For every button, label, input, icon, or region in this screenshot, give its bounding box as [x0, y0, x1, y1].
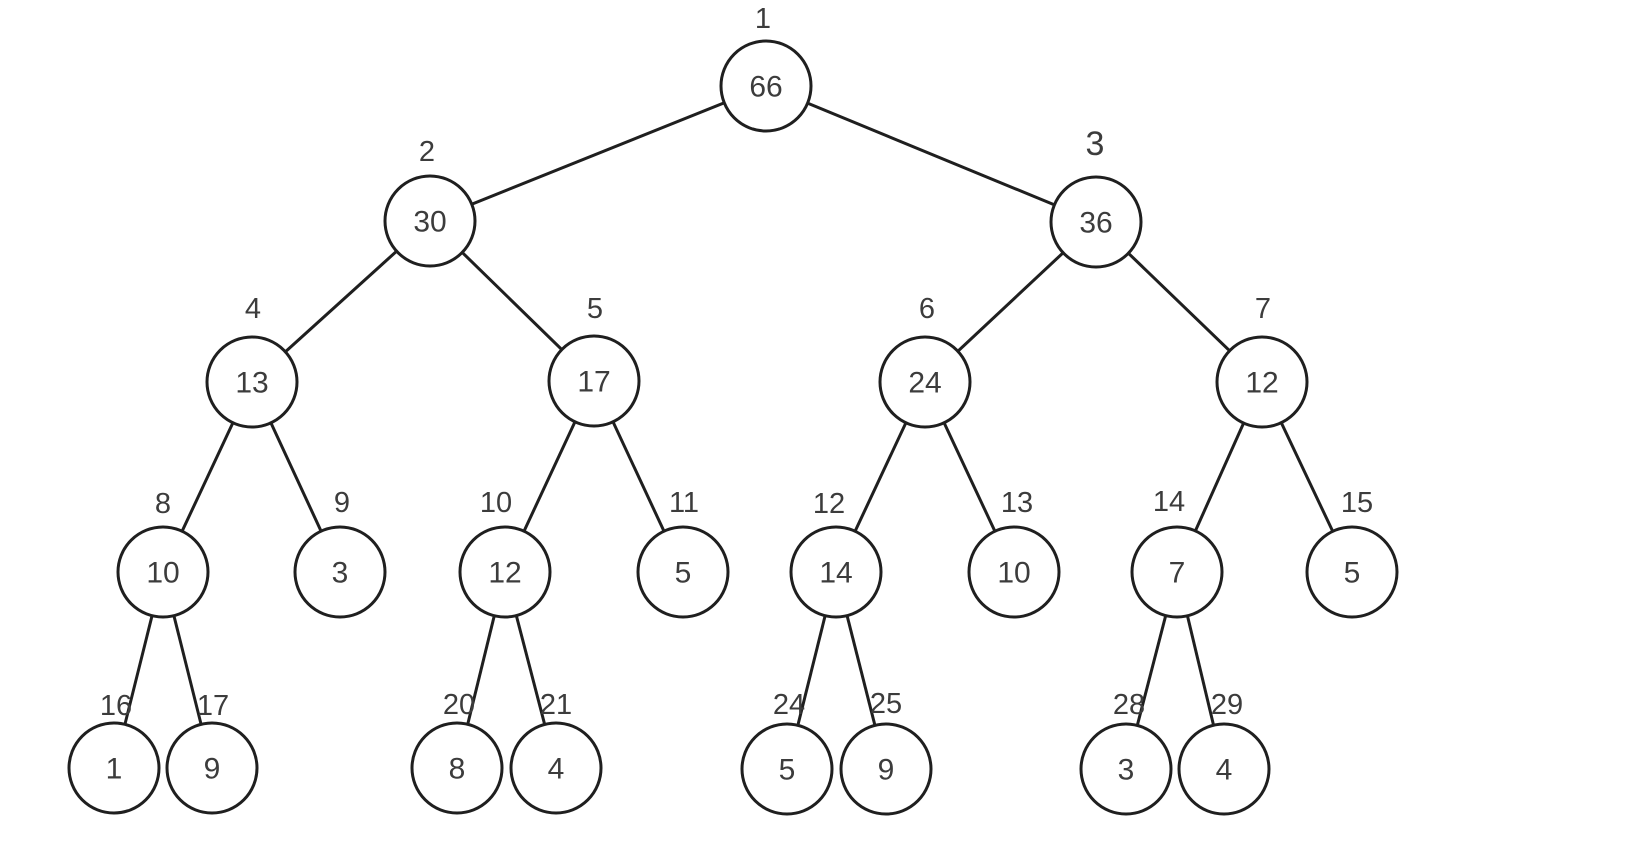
- node-index-label: 7: [1255, 293, 1271, 325]
- node-index-label: 25: [870, 688, 902, 720]
- node-value-label: 3: [332, 557, 349, 590]
- node-index-label: 17: [197, 690, 229, 722]
- tree-node-13: 10 13: [967, 487, 1061, 619]
- tree-node-circle: [839, 722, 933, 816]
- node-value-label: 13: [235, 367, 268, 400]
- tree-node-29: 4 29: [1177, 689, 1271, 816]
- node-index-label: 16: [100, 690, 132, 722]
- node-index-label: 11: [669, 487, 699, 519]
- node-index-label: 15: [1341, 487, 1373, 519]
- node-value-label: 30: [413, 206, 446, 239]
- tree-node-24: 5 24: [740, 689, 834, 816]
- tree-node-28: 3 28: [1079, 689, 1173, 816]
- node-value-label: 8: [449, 753, 466, 786]
- tree-node-7: 12 7: [1215, 293, 1309, 429]
- tree-node-circle: [1130, 525, 1224, 619]
- node-value-label: 4: [1216, 754, 1233, 787]
- tree-node-21: 4 21: [509, 689, 603, 815]
- node-value-label: 3: [1118, 754, 1135, 787]
- node-value-label: 4: [548, 753, 565, 786]
- tree-node-circle: [719, 39, 813, 133]
- node-index-label: 6: [919, 293, 935, 325]
- node-value-label: 12: [1245, 367, 1278, 400]
- tree-node-20: 8 20: [410, 689, 504, 815]
- node-value-label: 10: [997, 557, 1030, 590]
- tree-node-circle: [878, 335, 972, 429]
- node-index-label: 12: [813, 488, 845, 520]
- node-index-label: 21: [540, 689, 572, 721]
- tree-node-circle: [293, 525, 387, 619]
- tree-node-circle: [740, 722, 834, 816]
- tree-node-15: 5 15: [1305, 487, 1399, 619]
- tree-node-circle: [165, 721, 259, 815]
- node-value-label: 5: [1344, 557, 1361, 590]
- node-value-label: 1: [106, 753, 123, 786]
- tree-node-circle: [636, 525, 730, 619]
- node-index-label: 24: [773, 689, 805, 721]
- node-index-label: 13: [1001, 487, 1033, 519]
- tree-edge-1-3: [765, 84, 1097, 224]
- tree-node-circle: [383, 174, 477, 268]
- tree-node-5: 17 5: [547, 293, 641, 428]
- node-index-label: 5: [587, 293, 603, 325]
- node-index-label: 3: [1086, 125, 1105, 163]
- node-index-label: 9: [334, 487, 350, 519]
- node-index-label: 29: [1211, 689, 1243, 721]
- tree-edge-1-2: [429, 84, 767, 223]
- node-value-label: 66: [749, 71, 782, 104]
- tree-node-4: 13 4: [205, 293, 299, 429]
- node-index-label: 2: [419, 136, 435, 168]
- node-value-label: 14: [819, 557, 852, 590]
- tree-node-10: 12 10: [458, 487, 552, 619]
- tree-node-12: 14 12: [789, 488, 883, 619]
- tree-node-circle: [789, 525, 883, 619]
- tree-node-circle: [967, 525, 1061, 619]
- tree-node-circle: [1215, 335, 1309, 429]
- tree-node-circle: [205, 335, 299, 429]
- tree-node-16: 1 16: [67, 690, 161, 815]
- node-value-label: 10: [146, 557, 179, 590]
- tree-node-2: 30 2: [383, 136, 477, 268]
- tree-node-14: 7 14: [1130, 486, 1224, 619]
- tree-node-25: 9 25: [839, 688, 933, 816]
- tree-node-circle: [1079, 722, 1173, 816]
- tree-node-6: 24 6: [878, 293, 972, 429]
- tree-node-17: 9 17: [165, 690, 259, 815]
- node-value-label: 7: [1169, 557, 1186, 590]
- tree-node-9: 39: [293, 487, 387, 619]
- tree-node-circle: [1305, 525, 1399, 619]
- node-value-label: 9: [878, 754, 895, 787]
- node-index-label: 4: [245, 293, 261, 325]
- tree-node-3: 36 3: [1049, 125, 1143, 269]
- tree-node-1: 66 1: [719, 3, 813, 133]
- node-value-label: 5: [675, 557, 692, 590]
- node-value-label: 36: [1079, 207, 1112, 240]
- tree-node-circle: [509, 721, 603, 815]
- tree-node-circle: [410, 721, 504, 815]
- tree-node-circle: [67, 721, 161, 815]
- node-index-label: 8: [155, 488, 171, 520]
- node-index-label: 1: [755, 3, 771, 35]
- node-index-label: 10: [480, 487, 512, 519]
- node-value-label: 12: [488, 557, 521, 590]
- tree-node-circle: [458, 525, 552, 619]
- node-index-label: 14: [1153, 486, 1185, 518]
- node-value-label: 24: [908, 367, 941, 400]
- tree-node-circle: [547, 334, 641, 428]
- tree-node-circle: [1049, 175, 1143, 269]
- tree-node-11: 5 11: [636, 487, 730, 619]
- node-value-label: 9: [204, 753, 221, 786]
- node-value-label: 5: [779, 754, 796, 787]
- node-value-label: 17: [577, 366, 610, 399]
- tree-node-8: 10 8: [116, 488, 210, 619]
- tree-node-circle: [116, 525, 210, 619]
- tree-node-circle: [1177, 722, 1271, 816]
- node-index-label: 20: [443, 689, 475, 721]
- node-index-label: 28: [1113, 689, 1145, 721]
